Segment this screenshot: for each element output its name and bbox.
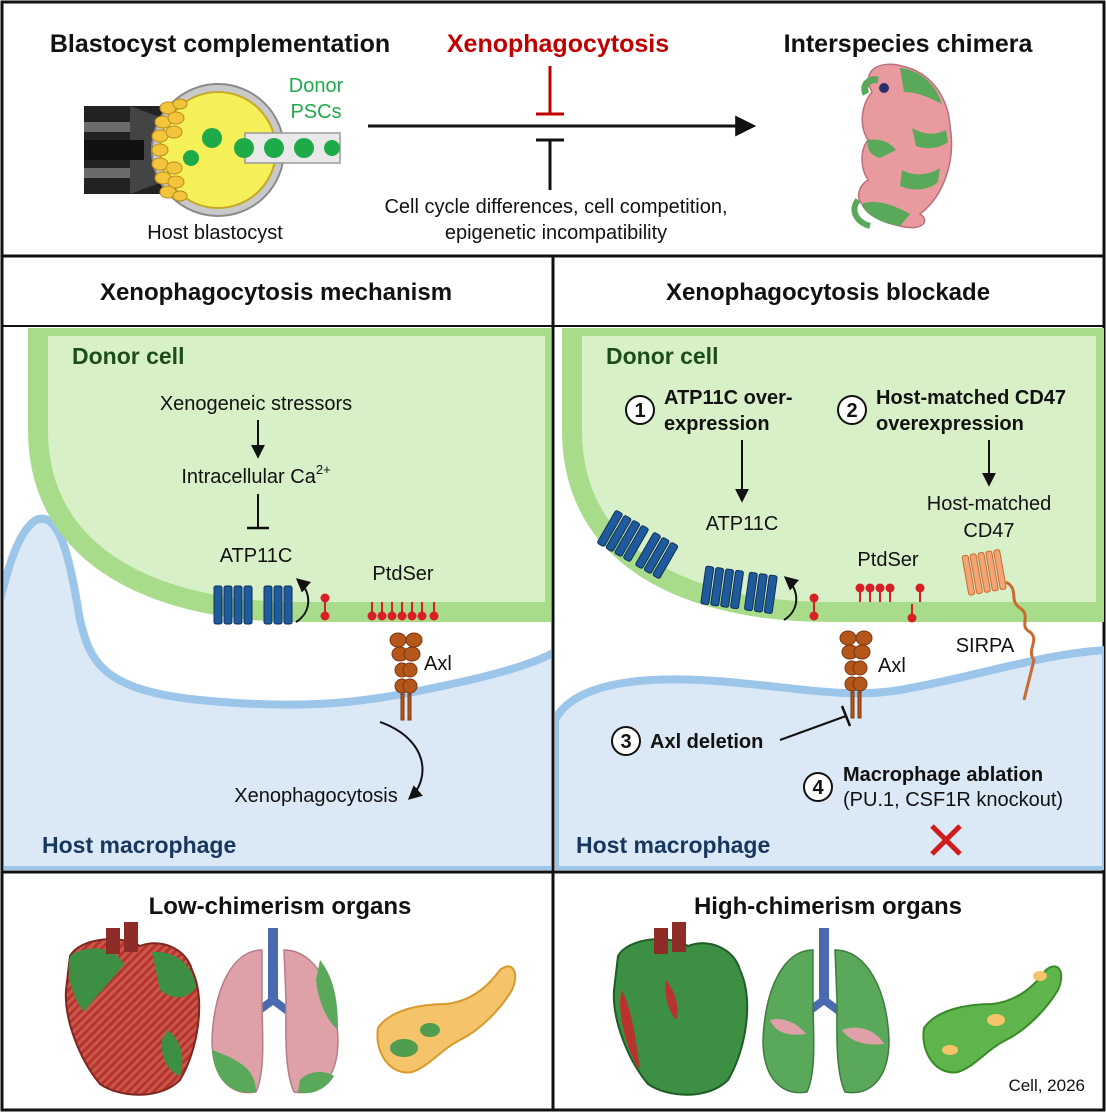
donor-cell-label: Donor cell: [72, 343, 184, 369]
donor-cell-right: [562, 328, 1104, 622]
pancreas-icon-high: [922, 965, 1063, 1074]
donor-cell-label-right: Donor cell: [606, 343, 718, 369]
flip-arrow-icon: [295, 578, 312, 623]
step-2-badge: [837, 395, 867, 425]
mechanism-panel: Donor cell Xenogeneic stressors Intracel…: [4, 328, 551, 870]
ptdser-label: PtdSer: [372, 563, 433, 585]
mechanism-title: Xenophagocytosis mechanism: [100, 279, 452, 306]
cd47-label-line-1: Host-matched: [927, 493, 1052, 515]
blockade-title: Xenophagocytosis blockade: [666, 279, 990, 306]
chimera-title: Interspecies chimera: [784, 30, 1034, 58]
axl-receptor-icon-right: [839, 630, 873, 719]
low-chimerism-title: Low-chimerism organs: [149, 893, 412, 920]
svg-text:4: 4: [812, 777, 824, 799]
xenophagocytosis-title: Xenophagocytosis: [447, 30, 669, 58]
lungs-icon-high: [762, 928, 890, 1094]
flip-arrow-icon-right: [783, 576, 800, 621]
barriers-line-2: epigenetic incompatibility: [445, 222, 667, 244]
chimera-embryo-icon: [851, 63, 953, 229]
barriers-line-1: Cell cycle differences, cell competition…: [384, 196, 727, 218]
injection-needle: [234, 132, 341, 164]
blockade-panel: Donor cell 1 ATP11C over- expression ATP…: [555, 328, 1104, 870]
atp11c-label-right: ATP11C: [706, 513, 779, 535]
host-macrophage-label-right: Host macrophage: [576, 832, 770, 858]
red-cross-icon: [930, 824, 962, 856]
sirpa-label: SIRPA: [956, 635, 1015, 657]
step-4-line-1: Macrophage ablation: [843, 764, 1043, 786]
lungs-icon-low: [211, 928, 339, 1094]
stressors-label: Xenogeneic stressors: [160, 393, 352, 415]
step-4-line-2: (PU.1, CSF1R knockout): [843, 789, 1063, 811]
host-macrophage-cell: [4, 514, 551, 870]
host-macrophage-label: Host macrophage: [42, 832, 236, 858]
axl-receptor-icon: [389, 632, 423, 721]
sirpa-receptor-icon: [1005, 580, 1036, 701]
step-2-line-2: overexpression: [876, 413, 1024, 435]
step-2-line-1: Host-matched CD47: [876, 387, 1066, 409]
step-3-label: Axl deletion: [650, 731, 763, 753]
xenophagocytosis-label: Xenophagocytosis: [234, 785, 397, 807]
top-panel: Blastocyst complementation Xenophagocyto…: [50, 30, 1034, 244]
blastocyst-title: Blastocyst complementation: [50, 30, 390, 58]
pscs-label: PSCs: [290, 101, 341, 123]
atp11c-label: ATP11C: [220, 545, 293, 567]
step-1-line-1: ATP11C over-: [664, 387, 793, 409]
pancreas-icon-low: [376, 965, 517, 1074]
step-4-badge: [803, 772, 833, 802]
axl-label: Axl: [424, 653, 452, 675]
heart-icon-high: [612, 922, 749, 1096]
axl-label-right: Axl: [878, 655, 906, 677]
host-blastocyst-icon: [151, 83, 285, 217]
svg-text:3: 3: [620, 731, 631, 753]
heart-icon-low: [64, 922, 201, 1096]
donor-label: Donor: [289, 75, 344, 97]
step-1-badge: [625, 395, 655, 425]
calcium-label: Intracellular Ca2+: [181, 462, 330, 488]
cd47-label-line-2: CD47: [963, 520, 1014, 542]
ptdser-label-right: PtdSer: [857, 549, 918, 571]
svg-text:1: 1: [634, 400, 645, 422]
citation: Cell, 2026: [1008, 1076, 1085, 1095]
host-blastocyst-label: Host blastocyst: [147, 222, 283, 244]
cd47-receptor-icon: [961, 549, 1007, 596]
high-chimerism-title: High-chimerism organs: [694, 893, 962, 920]
svg-text:2: 2: [846, 400, 857, 422]
step-1-line-2: expression: [664, 413, 770, 435]
step-3-badge: [611, 726, 641, 756]
